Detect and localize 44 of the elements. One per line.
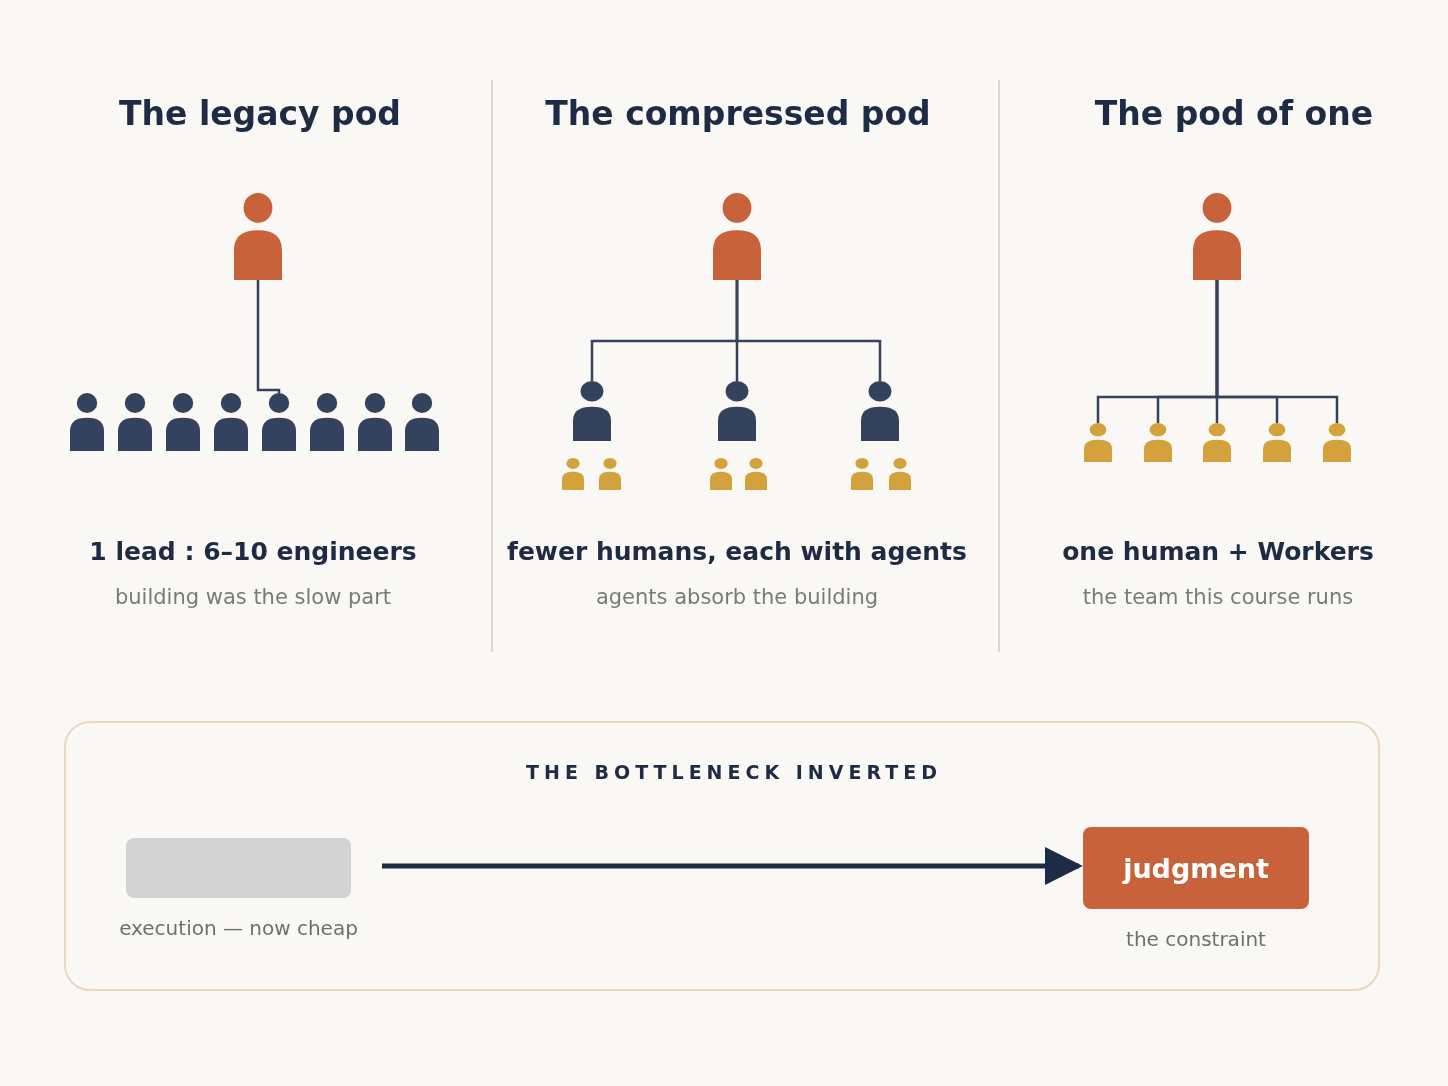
person-icon (214, 393, 248, 451)
annotation: execution — now cheap (119, 916, 358, 940)
person-icon (1203, 423, 1231, 462)
person-icon (1193, 193, 1241, 280)
person-icon (889, 458, 911, 490)
person-icon (745, 458, 767, 490)
heading: The legacy pod (119, 94, 401, 133)
person-icon (166, 393, 200, 451)
panel-title: THE BOTTLENECK INVERTED (526, 761, 942, 783)
person-icon (405, 393, 439, 451)
person-icon (851, 458, 873, 490)
person-icon (1323, 423, 1351, 462)
person-icon (1263, 423, 1291, 462)
caption: one human + Workers (1062, 537, 1374, 566)
person-icon (358, 393, 392, 451)
person-icon (1144, 423, 1172, 462)
connector-line (1215, 280, 1339, 423)
panel (64, 721, 1380, 991)
caption: 1 lead : 6–10 engineers (89, 537, 417, 566)
placeholder-bar (126, 838, 351, 898)
person-icon (70, 393, 104, 451)
subcaption: the team this course runs (1082, 585, 1354, 609)
annotation: the constraint (1126, 927, 1266, 951)
person-icon (262, 393, 296, 451)
subcaption: building was the slow part (114, 585, 392, 609)
arrow (382, 847, 1083, 885)
person-icon (573, 381, 611, 441)
person-icon (562, 458, 584, 490)
person-icon (718, 381, 756, 441)
constraint-label: judgment (1083, 827, 1309, 909)
person-icon (861, 381, 899, 441)
connector-line (735, 280, 882, 381)
person-icon (310, 393, 344, 451)
person-icon (234, 193, 282, 280)
person-icon (118, 393, 152, 451)
caption: fewer humans, each with agents (507, 537, 967, 566)
connector-line (256, 280, 281, 393)
person-icon (710, 458, 732, 490)
subcaption: agents absorb the building (595, 585, 879, 609)
heading: The compressed pod (545, 94, 931, 133)
person-icon (1084, 423, 1112, 462)
heading: The pod of one (1094, 94, 1374, 133)
person-icon (713, 193, 761, 280)
person-icon (599, 458, 621, 490)
